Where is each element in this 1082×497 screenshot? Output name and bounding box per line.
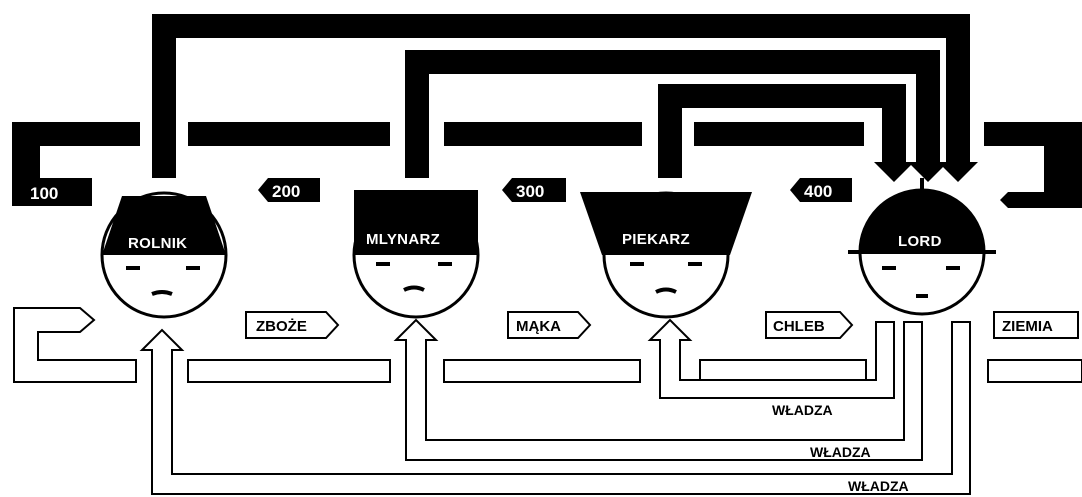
money-segment-2 bbox=[444, 122, 642, 146]
goods-label-chleb: CHLEB bbox=[773, 318, 825, 335]
person-rolnik: ROLNIK bbox=[100, 191, 228, 319]
goods-label-ziemia: ZIEMIA bbox=[1002, 318, 1053, 335]
goods-flows bbox=[13, 307, 1082, 495]
money-flow-300: 300 bbox=[516, 182, 544, 201]
payment-loop-mlynarz bbox=[405, 50, 948, 182]
power-label-3: WŁADZA bbox=[848, 478, 909, 494]
piekarz-hat bbox=[580, 192, 752, 255]
lord-crown bbox=[860, 190, 984, 252]
right-money-arm bbox=[984, 122, 1082, 208]
payment-value-piekarz: 100 bbox=[659, 87, 687, 106]
mlynarz-hat bbox=[354, 190, 478, 255]
person-label-piekarz: PIEKARZ bbox=[622, 231, 690, 248]
power-label-2: WŁADZA bbox=[810, 444, 871, 460]
right-goods-segment bbox=[987, 359, 1082, 383]
person-label-mlynarz: MLYNARZ bbox=[366, 231, 440, 248]
payment-loop-rolnik bbox=[152, 14, 978, 182]
person-mlynarz: MLYNARZ bbox=[352, 190, 480, 319]
money-flow-200: 200 bbox=[272, 182, 300, 201]
person-label-rolnik: ROLNIK bbox=[128, 235, 187, 252]
person-label-lord: LORD bbox=[898, 233, 942, 250]
left-money-value: 100 bbox=[30, 184, 58, 203]
person-piekarz: PIEKARZ bbox=[580, 191, 752, 319]
goods-segment-3 bbox=[699, 359, 867, 383]
power-loop-piekarz bbox=[647, 318, 895, 399]
money-segment-3 bbox=[694, 122, 864, 146]
goods-box-zboze bbox=[245, 311, 340, 339]
power-loop-mlynarz bbox=[393, 318, 923, 461]
goods-box-maka bbox=[507, 311, 592, 339]
person-lord: LORD bbox=[848, 178, 996, 316]
money-200-box bbox=[258, 178, 320, 202]
power-loop-rolnik bbox=[139, 321, 971, 495]
rolnik-hat bbox=[102, 196, 226, 255]
money-400-box bbox=[790, 178, 852, 202]
goods-box-chleb bbox=[765, 311, 854, 339]
payment-value-rolnik: 100 bbox=[178, 17, 206, 36]
goods-segment-2 bbox=[443, 359, 641, 383]
goods-label-zboze: ZBOŻE bbox=[256, 318, 307, 335]
money-300-box bbox=[502, 178, 566, 202]
left-money-arm bbox=[12, 122, 140, 178]
goods-box-ziemia bbox=[993, 311, 1079, 339]
left-money-box bbox=[12, 178, 92, 206]
money-segment-1 bbox=[188, 122, 390, 146]
money-flows: 100 bbox=[12, 14, 1082, 208]
payment-loop-piekarz bbox=[658, 84, 914, 182]
goods-label-maka: MĄKA bbox=[516, 318, 561, 335]
money-flow-400: 400 bbox=[804, 182, 832, 201]
power-label-1: WŁADZA bbox=[772, 402, 833, 418]
goods-segment-1 bbox=[187, 359, 391, 383]
left-goods-hook bbox=[13, 307, 137, 383]
payment-value-mlynarz: 100 bbox=[407, 52, 435, 71]
